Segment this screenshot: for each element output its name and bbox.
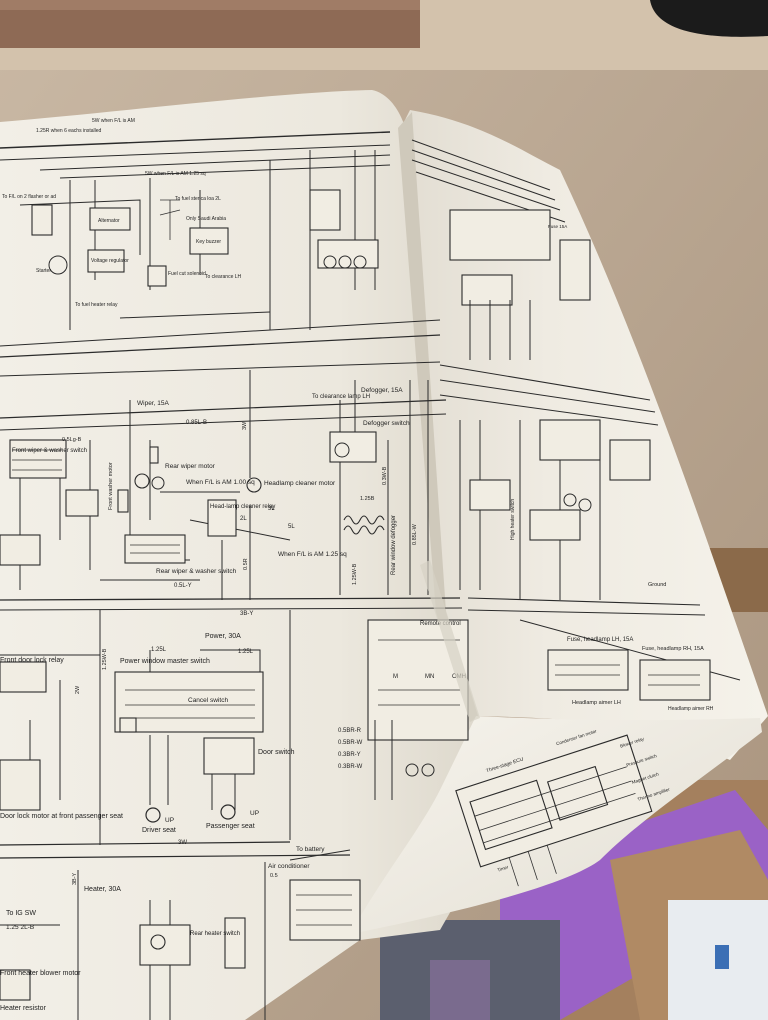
label-to-clearance-lh: To clearance LH bbox=[205, 274, 242, 280]
power-window-section: 3B-Y Power, 30A 1.25L 1.25L Power window… bbox=[0, 610, 351, 859]
page-crease-shadow bbox=[420, 560, 480, 722]
label-fuel-cut: Fuel cut solenoid bbox=[168, 271, 206, 277]
label-key-buzzer: Key buzzer bbox=[196, 239, 221, 245]
board-top bbox=[0, 0, 420, 10]
carton-blue-mark bbox=[715, 945, 729, 969]
headlamp-section: Headlamp cleaner motor Head-lamp cleaner… bbox=[210, 421, 347, 570]
label-ig-wire: 1.25 2L-B bbox=[6, 924, 34, 931]
label-remote-mn: MN bbox=[425, 674, 434, 680]
label-125r: 1.25R when 6 eachs installed bbox=[36, 128, 102, 134]
label-wire-05ly: 0.5L-Y bbox=[174, 583, 192, 589]
label-headlamp-relay: Head-lamp cleaner relay bbox=[210, 504, 275, 510]
label-remote-wire-1: 0.5BR-W bbox=[338, 740, 363, 746]
label-door-switch: Door switch bbox=[258, 749, 295, 756]
label-fl-note-2: When F/L is AM 1.25 sq bbox=[278, 551, 347, 558]
label-front-wiper-switch: Front wiper & washer switch bbox=[12, 448, 87, 454]
label-wire-085lw: 0.85L-W bbox=[412, 523, 418, 545]
label-wire-085lb: 0.85L-B bbox=[186, 420, 207, 426]
label-wiper-fuse: Wiper, 15A bbox=[137, 400, 169, 407]
paper-left-page bbox=[0, 90, 480, 1020]
label-clearance-lamp: To clearance lamp LH bbox=[312, 394, 370, 400]
label-wire-03wb: 0.3W-B bbox=[382, 466, 388, 485]
label-5w-am: 5W when F/L is AM bbox=[92, 118, 135, 124]
label-passenger-seat: Passenger seat bbox=[206, 823, 255, 830]
label-front-heater-motor: Front heater blower motor bbox=[0, 970, 81, 977]
label-wire-125wb-pw: 1.25W-B bbox=[102, 648, 108, 670]
door-lock-section: Front door lock relay Door lock motor at… bbox=[0, 657, 123, 820]
label-remote-wire-3: 0.3BR-W bbox=[338, 764, 363, 770]
label-driver-seat: Driver seat bbox=[142, 827, 176, 834]
label-rear-wiper-motor: Rear wiper motor bbox=[165, 463, 216, 470]
label-rear-defogger: Rear window defogger bbox=[391, 515, 397, 575]
label-wire-125wb: 1.25W-B bbox=[352, 563, 358, 585]
label-to-ig-sw: To IG SW bbox=[6, 910, 36, 917]
label-headlamp-motor: Headlamp cleaner motor bbox=[264, 480, 336, 487]
label-wire-125l-a: 1.25L bbox=[151, 647, 167, 653]
label-fuse-headlamp-lh: Fuse, headlamp LH, 15A bbox=[567, 637, 633, 643]
wiper-section: Wiper, 15A Front wiper & washer switch R… bbox=[0, 370, 463, 611]
label-wire-38y: 3B-Y bbox=[240, 611, 253, 617]
center-fold bbox=[398, 112, 478, 722]
label-air-conditioner-rate: 0.5 bbox=[270, 873, 278, 879]
defogger-section: To clearance lamp LH Defogger, 15A Defog… bbox=[312, 380, 429, 595]
label-wire-3w: 3W bbox=[242, 421, 248, 430]
label-pw-master: Power window master switch bbox=[120, 658, 210, 665]
label-fl-note-1: When F/L is AM 1.00 sq bbox=[186, 479, 255, 486]
label-wire-2l: 2L bbox=[240, 516, 247, 522]
label-fuse-headlamp-rh: Fuse, headlamp RH, 15A bbox=[642, 646, 704, 652]
label-heater-fuse: Heater, 30A bbox=[84, 886, 121, 893]
label-fuse-15a-top: Fuse 15A bbox=[548, 224, 567, 229]
label-wire-5l: 5L bbox=[288, 524, 295, 530]
label-starter: Starter bbox=[36, 268, 51, 274]
label-wire-125b: 1.25B bbox=[360, 496, 375, 502]
label-to-fuel-heater: To fuel heater relay bbox=[75, 302, 118, 308]
label-aimer-rh: Headlamp aimer RH bbox=[668, 706, 714, 712]
label-wire-2w: 2W bbox=[75, 685, 81, 694]
floor-object bbox=[430, 960, 490, 1020]
label-5w-am-125: 5W when F/L is AM 1.25 sq bbox=[145, 171, 206, 177]
label-to-battery: To battery bbox=[296, 846, 325, 853]
label-remote-wire-0: 0.5BR-R bbox=[338, 728, 362, 734]
label-cancel-switch: Cancel switch bbox=[188, 697, 228, 704]
label-saudi: Only Saudi Arabia bbox=[186, 216, 226, 222]
label-wire-125l-b: 1.25L bbox=[238, 649, 254, 655]
label-wire-3by: 3B-Y bbox=[72, 872, 78, 885]
label-up-passenger: UP bbox=[250, 810, 259, 817]
top-band: 1.25R when 6 eachs installed 5W when F/L… bbox=[0, 118, 441, 377]
black-cable bbox=[650, 0, 768, 37]
label-defogger-switch: Defogger switch bbox=[363, 420, 410, 427]
label-to-fl: To F/L on 2 flasher or ad bbox=[2, 194, 56, 200]
label-rear-wiper-switch: Rear wiper & washer switch bbox=[156, 568, 237, 575]
label-wire-3l: 3L bbox=[268, 506, 275, 512]
label-remote-m: M bbox=[393, 674, 398, 680]
label-voltage-regulator: Voltage regulator bbox=[91, 258, 129, 264]
label-aimer-lh: Headlamp aimer LH bbox=[572, 700, 621, 706]
label-up-driver: UP bbox=[165, 817, 174, 824]
label-fold-5: Timer bbox=[497, 864, 510, 872]
label-heater-resistor: Heater resistor bbox=[0, 1005, 47, 1012]
label-alternator: Alternator bbox=[98, 218, 120, 224]
label-door-lock-motor: Door lock motor at front passenger seat bbox=[0, 813, 123, 820]
right-page-diagram: Fuse 15A Fuse, headlamp LH, 15A Fuse, he… bbox=[411, 139, 741, 712]
label-defogger-fuse: Defogger, 15A bbox=[361, 387, 403, 394]
heater-section: To battery Air conditioner 0.5 Heater, 3… bbox=[0, 846, 361, 1020]
label-front-door-lock: Front door lock relay bbox=[0, 657, 64, 664]
label-remote-wire-2: 0.3BR-Y bbox=[338, 752, 361, 758]
label-rear-heater-switch: Rear heater switch bbox=[190, 931, 240, 937]
label-wire-3w-pw: 3W bbox=[178, 840, 187, 846]
label-power-fuse: Power, 30A bbox=[205, 633, 241, 640]
label-to-fuel-sterica: To fuel sterica loa 2L bbox=[175, 196, 221, 202]
label-front-washer: Front washer motor bbox=[108, 462, 114, 510]
label-heater-switch: High heater switch bbox=[510, 499, 516, 540]
label-ground: Ground bbox=[648, 582, 666, 588]
label-air-conditioner: Air conditioner bbox=[268, 863, 310, 870]
label-wire-05r: 0.5R bbox=[243, 558, 249, 570]
label-wire-05lgb: 0.5Lg-B bbox=[62, 437, 82, 443]
